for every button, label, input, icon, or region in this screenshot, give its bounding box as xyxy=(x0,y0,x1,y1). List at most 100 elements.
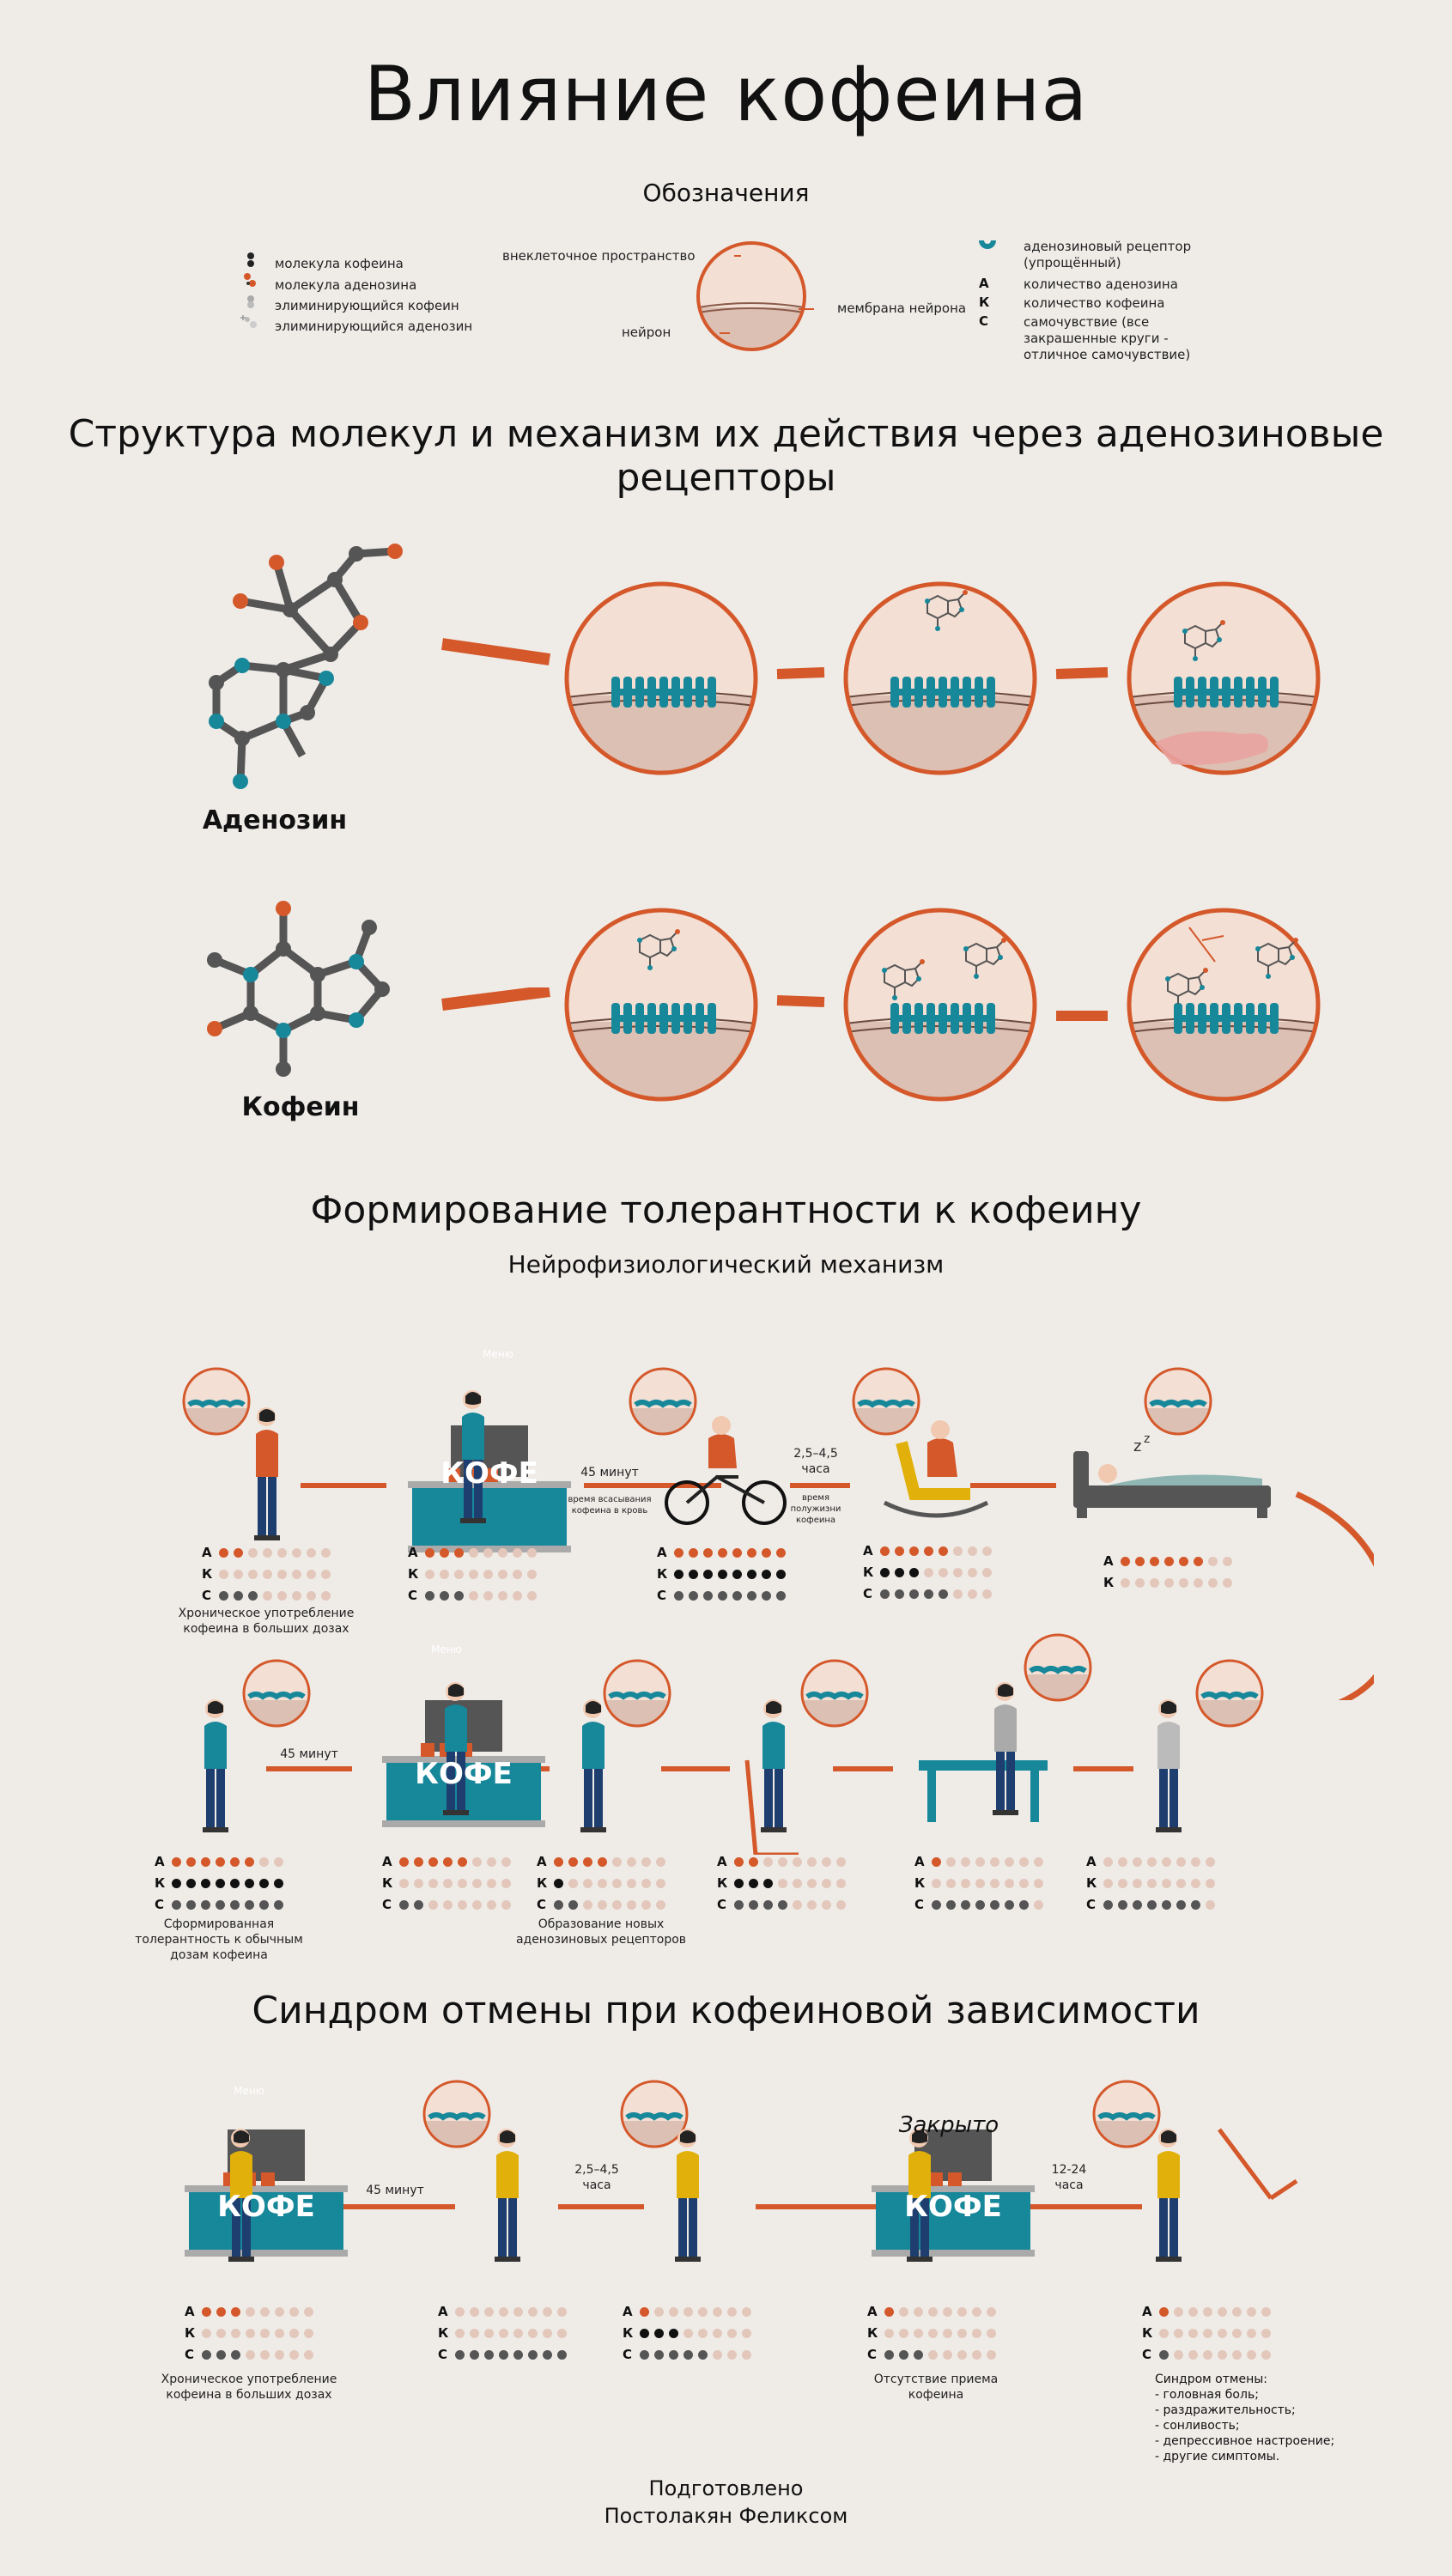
meter-dot xyxy=(554,1900,564,1910)
meter-dot xyxy=(683,2329,694,2338)
meter-dot xyxy=(1191,1857,1201,1867)
eliminating-adenosine-icon xyxy=(240,315,257,328)
meter-dot xyxy=(458,1879,468,1888)
meter-dot xyxy=(307,1591,317,1601)
meter-dot xyxy=(776,1570,787,1579)
meter-dot xyxy=(683,2350,694,2360)
legend-letter-a: А xyxy=(979,276,989,291)
row1-person-1 xyxy=(254,1407,280,1540)
meter-dot xyxy=(727,2350,738,2360)
meter-dot xyxy=(1121,1578,1131,1588)
blocked-cross-icon xyxy=(1188,927,1224,963)
meter-dot xyxy=(498,1591,508,1601)
meter-dot xyxy=(292,1591,302,1601)
meter-dot xyxy=(807,1857,817,1867)
meter-dot xyxy=(899,2329,909,2338)
meter-dot xyxy=(248,1570,258,1579)
meter-dot xyxy=(656,1857,666,1867)
meter-row-a xyxy=(1159,2301,1272,2323)
meter-dot xyxy=(924,1568,934,1577)
meter-dot xyxy=(568,1879,579,1888)
row2-person-3 xyxy=(580,1699,606,1832)
meter-dot xyxy=(880,1546,890,1556)
meter-letter-a: А xyxy=(185,2304,195,2319)
meter-dot xyxy=(968,1589,978,1599)
meter-dot xyxy=(246,2307,256,2317)
meter-row-c xyxy=(554,1894,666,1916)
neuron-activation-blob xyxy=(1155,731,1268,765)
kicked-scooter-icon xyxy=(1218,2128,1298,2201)
row1-circle-3 xyxy=(627,1369,699,1443)
meter-row-a xyxy=(734,1851,847,1873)
meter-row-k xyxy=(554,1873,666,1894)
meter-dot xyxy=(527,1548,538,1558)
meter-dot xyxy=(443,1900,453,1910)
meter-dot xyxy=(469,1548,479,1558)
meter-dot xyxy=(1247,2329,1257,2338)
meter-dot xyxy=(399,1900,410,1910)
meter-letter-c: С xyxy=(155,1897,165,1912)
caption-tolerance: Сформированная толерантность к обычным д… xyxy=(135,1917,303,1962)
meter-dot xyxy=(231,2307,241,2317)
meter-dot xyxy=(742,2329,752,2338)
meter-letter-a: А xyxy=(382,1854,392,1869)
neuron-circle-1 xyxy=(558,575,764,781)
rocking-chair-icon xyxy=(883,1420,989,1518)
meter-row-a xyxy=(455,2301,568,2323)
meter-letter-c: С xyxy=(863,1586,873,1601)
meter-dot xyxy=(568,1900,579,1910)
bicycle-icon xyxy=(665,1416,787,1525)
meter-dot xyxy=(1147,1857,1157,1867)
meter-dot xyxy=(274,1900,284,1910)
meter-dot xyxy=(216,1879,226,1888)
meter-dot xyxy=(248,1591,258,1601)
meter-dot xyxy=(321,1570,331,1579)
meter-letter-c: С xyxy=(438,2347,448,2362)
meter-dot xyxy=(778,1900,788,1910)
meter-dot xyxy=(455,2329,465,2338)
meter-row-c xyxy=(674,1585,787,1607)
meter-dot xyxy=(216,2350,227,2360)
meter-letter-k: К xyxy=(623,2325,634,2341)
meter-dot xyxy=(277,1591,288,1601)
meter-dot xyxy=(498,1570,508,1579)
meter-row-k xyxy=(932,1873,1044,1894)
meter-dot xyxy=(656,1900,666,1910)
meter-dot xyxy=(425,1548,435,1558)
meter-dot xyxy=(304,2307,314,2317)
withdraw-person-5 xyxy=(1156,2129,1182,2262)
meter-dot xyxy=(260,2350,270,2360)
symptom-item: - другие симптомы. xyxy=(1155,2450,1280,2464)
mechanism-connectors-caffeine xyxy=(441,987,1108,1021)
meter-dot xyxy=(1232,2329,1242,2338)
meter-letter-a: А xyxy=(657,1545,667,1560)
meter-dot xyxy=(747,1570,757,1579)
meter-letter-c: С xyxy=(914,1897,925,1912)
meter-dot xyxy=(275,2307,285,2317)
meter-dot xyxy=(263,1548,273,1558)
row2-circle-1 xyxy=(240,1661,313,1735)
meter-row-c xyxy=(1159,2344,1272,2366)
meter-dot xyxy=(275,2329,285,2338)
meter-dot xyxy=(654,2350,665,2360)
meter-dot xyxy=(598,1879,608,1888)
meter-dot xyxy=(454,1591,465,1601)
meter-row-k xyxy=(172,1873,284,1894)
meter-dot xyxy=(483,1548,494,1558)
meter-dot xyxy=(914,2350,924,2360)
meter-row-k xyxy=(219,1564,331,1585)
meter-dot xyxy=(469,1591,479,1601)
meter-dot xyxy=(458,1900,468,1910)
meter-dot xyxy=(689,1591,699,1601)
meter-dot xyxy=(1034,1879,1044,1888)
meter-letter-a: А xyxy=(155,1854,165,1869)
meter-dot xyxy=(554,1879,564,1888)
scooter-icon xyxy=(744,1759,799,1855)
meter-dot xyxy=(990,1900,1000,1910)
meter-row-a xyxy=(399,1851,512,1873)
meter-row-a xyxy=(640,2301,752,2323)
